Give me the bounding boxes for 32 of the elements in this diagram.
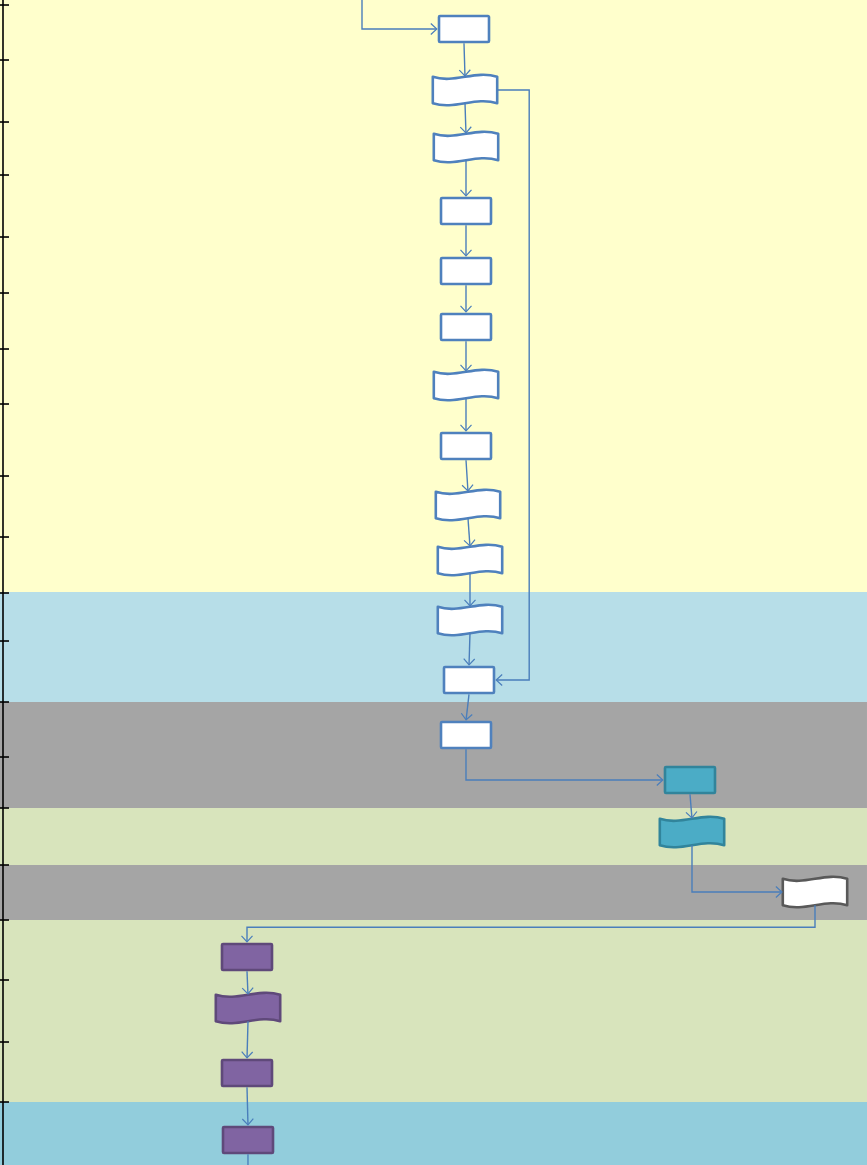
arrow [241, 970, 254, 995]
arrow [463, 572, 477, 607]
arrow [241, 1020, 254, 1059]
process-box [220, 1058, 274, 1088]
arrow [495, 89, 530, 687]
arrow [461, 459, 474, 492]
process-box [663, 765, 717, 795]
arrow [361, 0, 438, 36]
process-box [439, 431, 493, 461]
arrow [460, 693, 473, 721]
arrow [459, 284, 473, 313]
process-box [442, 665, 496, 695]
process-box [439, 720, 493, 750]
arrow [459, 159, 473, 197]
arrow [459, 102, 472, 134]
arrow [459, 224, 473, 257]
arrow [459, 340, 473, 372]
arrow [685, 793, 698, 819]
process-box [437, 14, 491, 44]
arrow [241, 1086, 254, 1126]
process-box [439, 256, 493, 286]
process-box [221, 1125, 275, 1155]
process-box [439, 312, 493, 342]
arrow [459, 397, 473, 432]
process-box [439, 196, 493, 226]
arrow [691, 844, 783, 899]
process-box [220, 942, 274, 972]
arrow [463, 517, 476, 547]
arrow [465, 748, 664, 787]
arrow [240, 904, 816, 943]
arrow [458, 42, 471, 77]
arrow [463, 632, 476, 666]
